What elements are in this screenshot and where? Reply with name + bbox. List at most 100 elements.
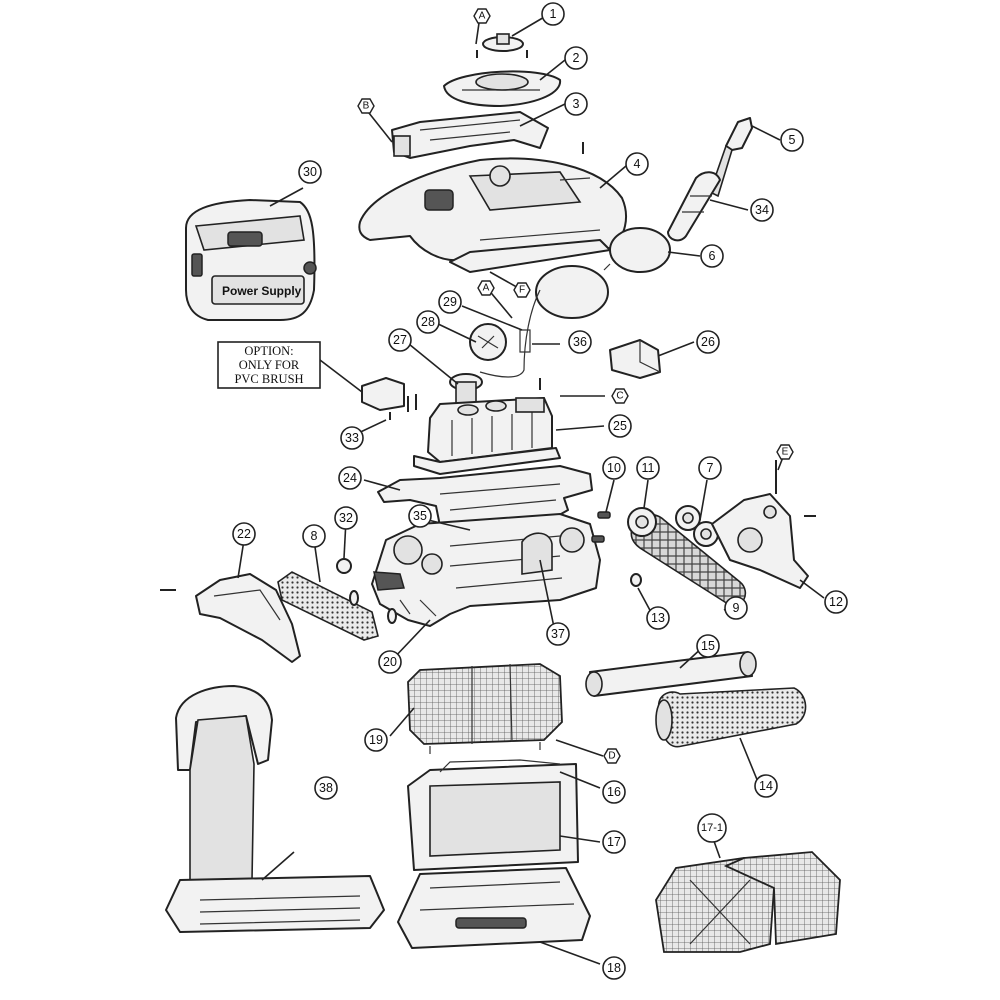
svg-text:36: 36 <box>573 335 587 349</box>
part-38-caddy-stand <box>165 685 385 933</box>
part-17-filter-box <box>407 759 579 871</box>
part-20-chassis <box>371 513 601 627</box>
callout-15: 15 <box>696 634 720 658</box>
callout-28: 28 <box>416 310 440 334</box>
part-6-gaskets <box>535 227 671 319</box>
part-26-bumper <box>609 339 661 379</box>
part-13-washer <box>630 573 642 587</box>
callout-12: 12 <box>824 590 848 614</box>
svg-text:8: 8 <box>311 529 318 543</box>
callout-9: 9 <box>724 596 748 620</box>
part-11-track-wheel <box>627 507 657 537</box>
callout-18: 18 <box>602 956 626 980</box>
callout-24: 24 <box>338 466 362 490</box>
part-36-wire-harness <box>479 289 541 378</box>
svg-text:33: 33 <box>345 431 359 445</box>
callout-33: 33 <box>340 426 364 450</box>
note-line-2: ONLY FOR <box>239 358 300 372</box>
svg-text:A: A <box>479 11 486 22</box>
part-33-pvc-adapter <box>361 377 417 420</box>
fastener-key-a-mid: A <box>477 280 495 296</box>
part-12-side-panel <box>711 460 816 589</box>
svg-text:F: F <box>519 285 525 296</box>
part-25-motor-unit <box>407 396 561 475</box>
part-22-side-panel <box>160 573 301 663</box>
callout-19: 19 <box>364 728 388 752</box>
callout-32: 32 <box>334 506 358 530</box>
part-10-pin <box>591 511 611 543</box>
part-27-impeller <box>449 373 541 405</box>
svg-text:A: A <box>483 283 490 294</box>
svg-text:38: 38 <box>319 781 333 795</box>
part-2-panel-cover <box>443 70 562 107</box>
note-line-3: PVC BRUSH <box>234 372 303 386</box>
callout-7: 7 <box>698 456 722 480</box>
callout-36: 36 <box>568 330 592 354</box>
part-34-swivel-cable <box>667 171 721 242</box>
fastener-key-group: A A B C D E F <box>357 8 794 764</box>
svg-text:37: 37 <box>551 627 565 641</box>
part-30-power-supply: Power Supply <box>185 199 317 321</box>
svg-text:17-1: 17-1 <box>701 822 723 834</box>
svg-text:27: 27 <box>393 333 407 347</box>
svg-text:15: 15 <box>701 639 715 653</box>
svg-text:35: 35 <box>413 509 427 523</box>
part-1-top-cap <box>476 33 528 58</box>
callout-17: 17 <box>602 830 626 854</box>
part-3-handle <box>391 111 549 159</box>
callout-22: 22 <box>232 522 256 546</box>
callout-3: 3 <box>564 92 588 116</box>
svg-text:11: 11 <box>642 461 655 475</box>
svg-text:13: 13 <box>651 611 665 625</box>
svg-text:22: 22 <box>237 527 251 541</box>
svg-text:16: 16 <box>607 785 621 799</box>
leader-lines <box>237 15 825 965</box>
svg-text:10: 10 <box>607 461 621 475</box>
callout-11: 11 <box>636 456 660 480</box>
power-supply-label: Power Supply <box>222 284 302 298</box>
svg-text:9: 9 <box>733 601 740 615</box>
svg-text:28: 28 <box>421 315 435 329</box>
svg-text:25: 25 <box>613 419 627 433</box>
svg-text:B: B <box>363 101 370 112</box>
callout-30: 30 <box>298 160 322 184</box>
fastener-key-f: F <box>513 282 531 298</box>
part-19-filter-basket <box>407 663 563 754</box>
svg-text:26: 26 <box>701 335 715 349</box>
callout-14: 14 <box>754 774 778 798</box>
part-7-gear <box>675 505 719 547</box>
svg-text:12: 12 <box>829 595 843 609</box>
callout-27: 27 <box>388 328 412 352</box>
svg-text:C: C <box>616 391 623 402</box>
svg-text:6: 6 <box>709 249 716 263</box>
svg-text:3: 3 <box>573 97 580 111</box>
svg-text:30: 30 <box>303 165 317 179</box>
callout-5: 5 <box>780 128 804 152</box>
svg-text:14: 14 <box>759 779 773 793</box>
svg-text:32: 32 <box>339 511 353 525</box>
part-14-pvc-brush <box>655 687 807 748</box>
svg-text:E: E <box>782 447 789 458</box>
callout-26: 26 <box>696 330 720 354</box>
callout-4: 4 <box>625 152 649 176</box>
callout-10: 10 <box>602 456 626 480</box>
fastener-key-c: C <box>611 388 629 404</box>
callout-16: 16 <box>602 780 626 804</box>
part-4-top-housing <box>358 142 627 273</box>
svg-text:17: 17 <box>607 835 621 849</box>
callout-group: 1 2 3 4 5 6 7 8 9 10 11 12 13 14 15 16 1… <box>232 2 848 980</box>
svg-text:4: 4 <box>634 157 641 171</box>
callout-13: 13 <box>646 606 670 630</box>
svg-text:2: 2 <box>573 51 580 65</box>
svg-text:24: 24 <box>343 471 357 485</box>
svg-text:18: 18 <box>607 961 621 975</box>
callout-2: 2 <box>564 46 588 70</box>
callout-29: 29 <box>438 290 462 314</box>
fastener-key-a-top: A <box>473 8 491 24</box>
svg-text:29: 29 <box>443 295 457 309</box>
part-15-roller <box>585 651 757 697</box>
callout-38: 38 <box>314 776 338 800</box>
callout-8: 8 <box>302 524 326 548</box>
svg-text:5: 5 <box>789 133 796 147</box>
